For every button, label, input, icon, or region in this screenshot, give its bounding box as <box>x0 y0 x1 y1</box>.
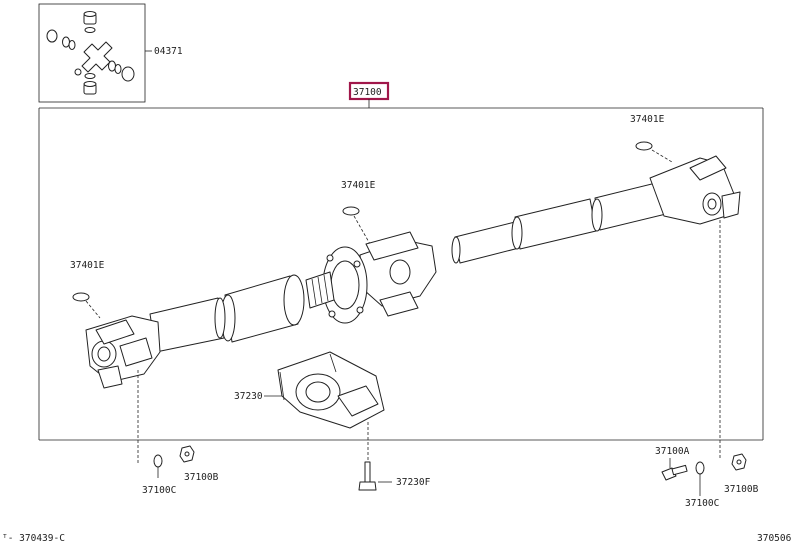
assembly-bracket <box>38 99 764 441</box>
label-main-assembly: 37100 <box>353 87 382 98</box>
footer-left-code: ᵀ- 370439-C <box>2 533 65 544</box>
nut-right <box>731 453 747 471</box>
footer-right-code: 370506 <box>757 533 792 544</box>
label-nut-left: 37100B <box>184 472 219 483</box>
label-nut-right: 37100B <box>724 484 759 495</box>
washer-left <box>153 454 163 478</box>
washer-right <box>695 461 705 496</box>
label-bolt-right: 37100A <box>655 446 690 457</box>
snap-ring-left <box>72 292 101 319</box>
label-snap-ring-right: 37401E <box>630 114 665 125</box>
label-center-bearing: 37230 <box>234 391 263 402</box>
label-washer-left: 37100C <box>142 485 176 496</box>
propeller-shaft <box>85 155 741 429</box>
label-spider-kit: 04371 <box>154 46 183 57</box>
leader-lines <box>137 220 721 465</box>
label-snap-ring-center: 37401E <box>341 180 376 191</box>
snap-ring-center <box>342 206 371 245</box>
label-bolt-center: 37230F <box>396 477 431 488</box>
bolt-center <box>358 461 392 491</box>
bolt-right <box>661 458 688 481</box>
label-snap-ring-left: 37401E <box>70 260 105 271</box>
nut-left <box>179 445 195 463</box>
snap-ring-right <box>635 141 673 163</box>
spider-kit-inset <box>38 3 152 103</box>
label-washer-right: 37100C <box>685 498 719 509</box>
